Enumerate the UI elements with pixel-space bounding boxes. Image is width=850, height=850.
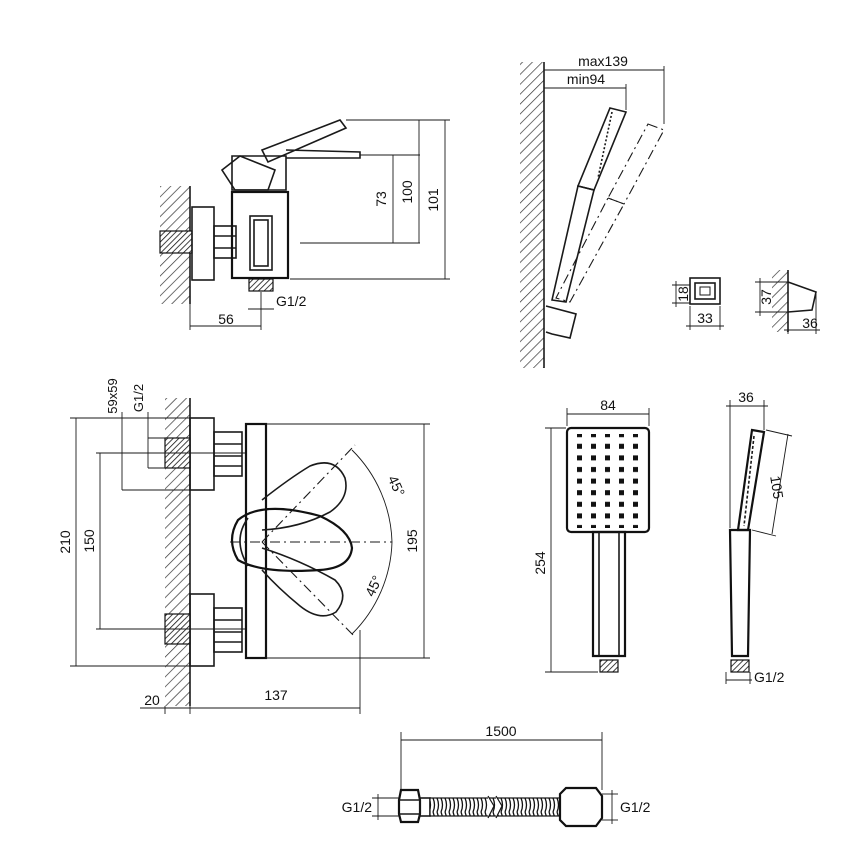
- dim-73-label: 73: [373, 191, 389, 207]
- thread-label: G1/2: [276, 293, 307, 309]
- dim-101-label: 101: [425, 188, 441, 212]
- min-label: min94: [567, 71, 605, 87]
- shower-width-label: 84: [600, 397, 616, 413]
- hose-length-label: 1500: [485, 723, 516, 739]
- hose-thread-left-label: G1/2: [342, 799, 373, 815]
- angle-top-label: 45°: [385, 473, 408, 499]
- dim-56-label: 56: [218, 311, 234, 327]
- dim-100-label: 100: [399, 180, 415, 204]
- holder-detail-b: 37 36: [755, 270, 820, 334]
- shower-depth-label: 36: [738, 389, 754, 405]
- hose-view: 1500 G1/2 G1/2: [342, 723, 651, 828]
- hose-thread-right-label: G1/2: [620, 799, 651, 815]
- dim-150-label: 150: [81, 529, 97, 553]
- holder-detail-a: 18 33: [672, 277, 724, 330]
- max-label: max139: [578, 53, 628, 69]
- dim-59x59-label: 59x59: [105, 378, 120, 413]
- side-view: 73 100 101 56 G1/2: [159, 119, 450, 330]
- dim-210-label: 210: [57, 530, 73, 554]
- hand-shower-side: G1/2 36 105: [725, 389, 793, 685]
- dim-20-label: 20: [144, 692, 160, 708]
- holder-h18: 18: [675, 286, 691, 302]
- side-thread-label: G1/2: [754, 669, 785, 685]
- front-thread-label: G1/2: [131, 384, 146, 412]
- shower-head-label: 105: [767, 474, 786, 500]
- angle-bottom-label: 45°: [362, 573, 385, 599]
- holder-h37: 37: [758, 289, 774, 305]
- spray-nozzles: [571, 434, 645, 528]
- hand-shower-front: 84 254: [532, 397, 651, 673]
- dim-195-label: 195: [404, 529, 420, 553]
- holder-w33: 33: [697, 310, 713, 326]
- holder-w36: 36: [802, 315, 818, 331]
- shower-length-label: 254: [532, 551, 548, 575]
- arm-angle-view: max139 min94: [520, 53, 665, 368]
- front-view: 45° 45° 195 210 150 59x59 G1/2 20 137: [57, 378, 430, 714]
- dim-137-label: 137: [264, 687, 288, 703]
